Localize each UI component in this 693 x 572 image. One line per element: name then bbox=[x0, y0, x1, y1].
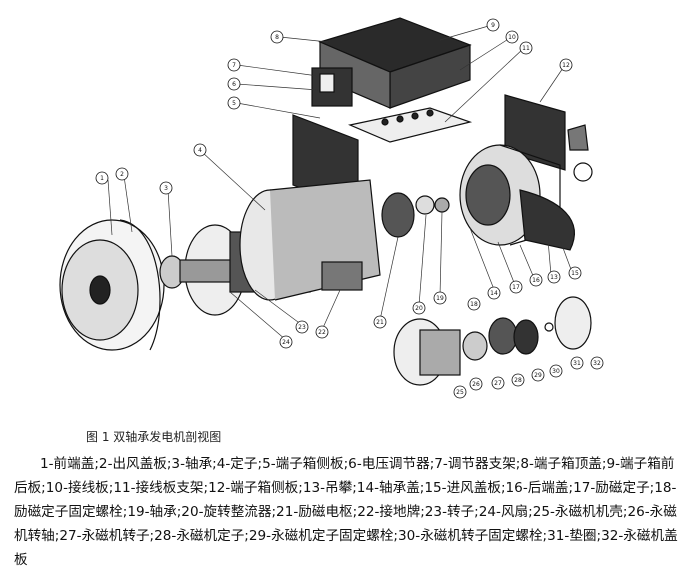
svg-text:23: 23 bbox=[298, 324, 306, 331]
front-end-cover bbox=[59, 219, 165, 351]
rotating-rectifier bbox=[415, 195, 435, 215]
callout-10: 10 bbox=[505, 30, 519, 44]
callout-29: 29 bbox=[531, 368, 545, 382]
svg-text:21: 21 bbox=[376, 319, 384, 326]
svg-text:12: 12 bbox=[562, 62, 570, 69]
svg-text:13: 13 bbox=[550, 274, 558, 281]
svg-text:3: 3 bbox=[164, 185, 168, 192]
svg-text:29: 29 bbox=[534, 372, 542, 379]
callout-30: 30 bbox=[549, 364, 563, 378]
callout-24: 24 bbox=[279, 335, 293, 349]
svg-text:9: 9 bbox=[491, 22, 495, 29]
pmg-cover bbox=[554, 296, 592, 350]
svg-text:28: 28 bbox=[514, 377, 522, 384]
pmg-rotor bbox=[488, 317, 518, 355]
svg-text:26: 26 bbox=[472, 381, 480, 388]
callout-19: 19 bbox=[433, 291, 447, 305]
svg-text:24: 24 bbox=[282, 339, 290, 346]
callout-14: 14 bbox=[487, 286, 501, 300]
lifting-lug bbox=[567, 124, 589, 151]
svg-text:8: 8 bbox=[275, 34, 279, 41]
callout-9: 9 bbox=[486, 18, 500, 32]
callout-8: 8 bbox=[270, 30, 284, 44]
callout-5: 5 bbox=[227, 96, 241, 110]
callout-4: 4 bbox=[193, 143, 207, 157]
callout-12: 12 bbox=[559, 58, 573, 72]
svg-text:18: 18 bbox=[470, 301, 478, 308]
terminal-board bbox=[348, 107, 473, 143]
callout-15: 15 bbox=[568, 266, 582, 280]
pmg-housing bbox=[393, 318, 461, 386]
callout-17: 17 bbox=[509, 280, 523, 294]
svg-text:22: 22 bbox=[318, 329, 326, 336]
callout-13: 13 bbox=[547, 270, 561, 284]
figure-caption: 图 1 双轴承发电机剖视图 bbox=[86, 430, 222, 444]
svg-text:19: 19 bbox=[436, 295, 444, 302]
terminal-box-top-cover bbox=[318, 17, 472, 109]
callout-7: 7 bbox=[227, 58, 241, 72]
callout-6: 6 bbox=[227, 77, 241, 91]
pmg-shaft bbox=[462, 331, 488, 361]
callout-32: 32 bbox=[590, 356, 604, 370]
callout-23: 23 bbox=[295, 320, 309, 334]
callout-27: 27 bbox=[491, 376, 505, 390]
callout-21: 21 bbox=[373, 315, 387, 329]
callout-3: 3 bbox=[159, 181, 173, 195]
svg-text:31: 31 bbox=[573, 360, 581, 367]
exploded-generator-diagram: 1 2 3 4 5 6 7 8 9 10 11 12 13 14 15 16 1… bbox=[59, 17, 604, 399]
callout-1: 1 bbox=[95, 171, 109, 185]
svg-text:6: 6 bbox=[232, 81, 236, 88]
stator-housing bbox=[239, 179, 381, 301]
callout-20: 20 bbox=[412, 301, 426, 315]
callout-26: 26 bbox=[469, 377, 483, 391]
svg-text:5: 5 bbox=[232, 100, 236, 107]
callout-2: 2 bbox=[115, 167, 129, 181]
pmg-washer bbox=[544, 322, 554, 332]
callout-11: 11 bbox=[519, 41, 533, 55]
callout-25: 25 bbox=[453, 385, 467, 399]
svg-text:4: 4 bbox=[198, 147, 202, 154]
bearing-cover bbox=[573, 162, 593, 182]
callout-22: 22 bbox=[315, 325, 329, 339]
svg-text:14: 14 bbox=[490, 290, 498, 297]
svg-text:1: 1 bbox=[100, 175, 104, 182]
callout-28: 28 bbox=[511, 373, 525, 387]
callout-18: 18 bbox=[467, 297, 481, 311]
voltage-regulator bbox=[311, 67, 353, 107]
svg-text:2: 2 bbox=[120, 171, 124, 178]
callout-16: 16 bbox=[529, 273, 543, 287]
svg-text:32: 32 bbox=[593, 360, 601, 367]
svg-text:15: 15 bbox=[571, 270, 579, 277]
air-inlet-cover bbox=[519, 189, 575, 251]
parts-legend: 1-前端盖;2-出风盖板;3-轴承;4-定子;5-端子箱侧板;6-电压调节器;7… bbox=[14, 456, 678, 568]
callout-31: 31 bbox=[570, 356, 584, 370]
svg-text:10: 10 bbox=[508, 34, 516, 41]
svg-text:7: 7 bbox=[232, 62, 236, 69]
svg-text:30: 30 bbox=[552, 368, 560, 375]
pmg-stator bbox=[513, 319, 539, 355]
svg-text:16: 16 bbox=[532, 277, 540, 284]
rear-bearing bbox=[434, 197, 450, 213]
svg-text:25: 25 bbox=[456, 389, 464, 396]
svg-text:17: 17 bbox=[512, 284, 520, 291]
svg-text:11: 11 bbox=[522, 45, 530, 52]
svg-text:27: 27 bbox=[494, 380, 502, 387]
exciter-armature bbox=[381, 192, 415, 238]
svg-text:20: 20 bbox=[415, 305, 423, 312]
